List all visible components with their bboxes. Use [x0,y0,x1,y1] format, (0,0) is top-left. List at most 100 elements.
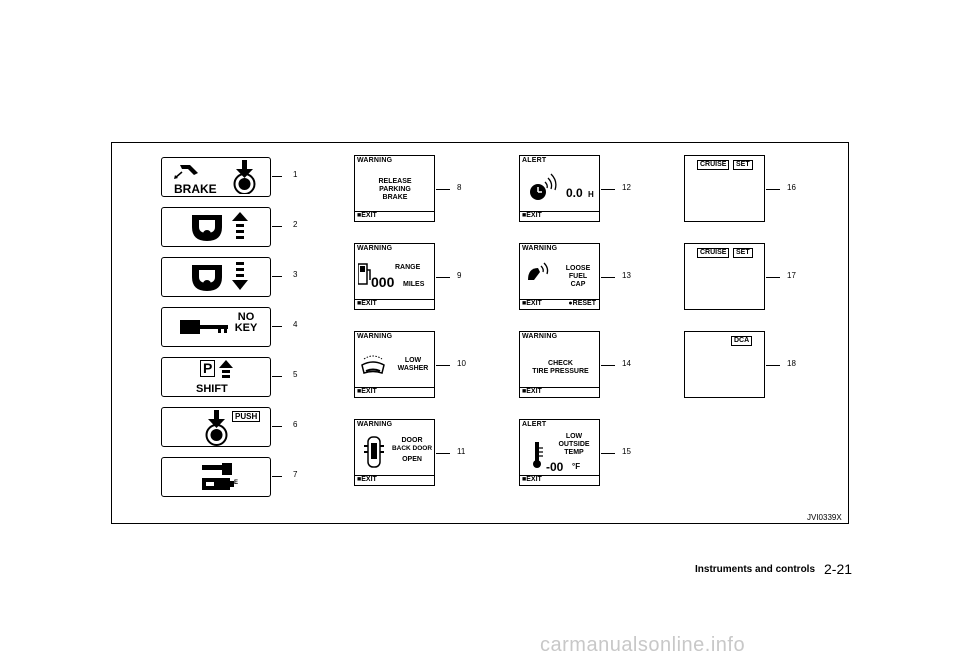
exit-icon: ■ [522,300,527,307]
warning-header: WARNING [522,245,558,252]
timer-alert-display: ALERT 0.0 H ■EXIT [519,155,600,222]
display-line-2: PARKING [379,186,411,193]
display-line-3: TEMP [564,449,584,456]
shift-label: SHIFT [196,383,228,395]
seat-down-indicator-panel [161,257,271,297]
no-key-indicator-panel: NO KEY [161,307,271,347]
shift-indicator-panel: P SHIFT [161,357,271,397]
push-label: PUSH [232,411,261,422]
set-indicator: SET [733,248,753,258]
brake-indicator-panel: BRAKE [161,157,271,197]
range-label: RANGE [395,264,421,271]
exit-icon: ■ [357,476,362,483]
exit-icon: ■ [357,388,362,395]
exit-icon: ■ [522,476,527,483]
display-line-1: LOW [404,357,422,364]
page-number: 2-21 [824,561,853,577]
alert-header: ALERT [522,421,547,428]
exit-label: EXIT [526,476,542,483]
exit-label: EXIT [361,476,377,483]
key-battery-indicator-panel: E [161,457,271,497]
thermometer-icon [533,442,543,468]
door-open-display: WARNING DOOR BACK DOOR OPEN ■EXIT [354,419,435,486]
exit-label: EXIT [361,300,377,307]
callout-1: 1 [293,170,298,179]
key-icon [180,320,228,334]
car-top-view-icon [364,436,384,468]
display-line-2: TIRE PRESSURE [532,368,589,375]
brake-label: BRAKE [174,182,217,196]
brake-pedal-icon [174,165,198,179]
callout-13: 13 [622,271,631,280]
callout-9: 9 [457,271,462,280]
fuel-pump-icon [358,263,371,285]
callout-6: 6 [293,420,298,429]
temp-unit: °F [572,462,581,471]
display-line-3: CAP [570,281,586,288]
push-start-icon [233,160,256,194]
exit-icon: ■ [357,212,362,219]
display-line-2: BACK DOOR [391,445,433,452]
range-unit: MILES [403,281,425,288]
push-button-icon [205,410,228,446]
display-line-2: WASHER [397,365,429,372]
figure-code: JVI0339X [807,513,842,522]
cruise-set-display-2: CRUISE SET [684,243,765,310]
cruise-indicator: CRUISE [697,248,730,258]
arrow-up-icon [219,360,233,378]
loose-fuel-cap-display: WARNING LOOSE FUEL CAP ■EXIT ●RESET [519,243,600,310]
display-line-1: CHECK [548,360,573,367]
warning-header: WARNING [522,333,558,340]
low-outside-temp-display: ALERT LOW OUTSIDE TEMP -00 °F ■EXIT [519,419,600,486]
reset-icon: ● [568,300,573,307]
display-line-2: OUTSIDE [558,441,590,448]
callout-5: 5 [293,370,298,379]
alert-header: ALERT [522,157,547,164]
range-display: WARNING RANGE 000 MILES ■EXIT [354,243,435,310]
exit-label: EXIT [361,212,377,219]
warning-header: WARNING [357,421,393,428]
fuel-cap-icon [528,262,549,280]
display-line-2: FUEL [568,273,588,280]
exit-label: EXIT [526,212,542,219]
display-line-3: BRAKE [382,194,408,201]
cruise-set-display-1: CRUISE SET [684,155,765,222]
seat-up-indicator-panel [161,207,271,247]
callout-2: 2 [293,220,298,229]
timer-unit: H [588,190,594,199]
no-label: NO [237,311,255,323]
callout-3: 3 [293,270,298,279]
callout-11: 11 [457,447,466,456]
washer-fluid-icon [361,355,385,374]
exit-icon: ■ [357,300,362,307]
watermark: carmanualsonline.info [540,634,746,656]
callout-8: 8 [457,183,462,192]
exit-label: EXIT [361,388,377,395]
set-indicator: SET [733,160,753,170]
release-parking-brake-display: WARNING RELEASE PARKING BRAKE ■EXIT [354,155,435,222]
key-label: KEY [234,322,258,334]
display-line-3: OPEN [402,456,422,463]
seat-icon [192,215,222,241]
display-line-1: LOOSE [565,265,591,272]
callout-4: 4 [293,320,298,329]
range-value: 000 [371,274,395,290]
callout-7: 7 [293,470,298,479]
callout-14: 14 [622,359,631,368]
seat-icon [192,265,222,291]
timer-clock-icon [530,173,557,200]
warning-header: WARNING [357,333,393,340]
temp-value: -00 [546,460,564,474]
exit-label: EXIT [526,388,542,395]
dca-display: DCA [684,331,765,398]
callout-17: 17 [787,271,796,280]
dca-indicator: DCA [731,336,753,346]
figure-frame [111,142,849,524]
display-line-1: LOW [565,433,583,440]
warning-header: WARNING [357,157,393,164]
callout-16: 16 [787,183,796,192]
warning-header: WARNING [357,245,393,252]
arrow-up-icon [232,212,248,239]
timer-value: 0.0 [566,186,583,200]
callout-15: 15 [622,447,631,456]
